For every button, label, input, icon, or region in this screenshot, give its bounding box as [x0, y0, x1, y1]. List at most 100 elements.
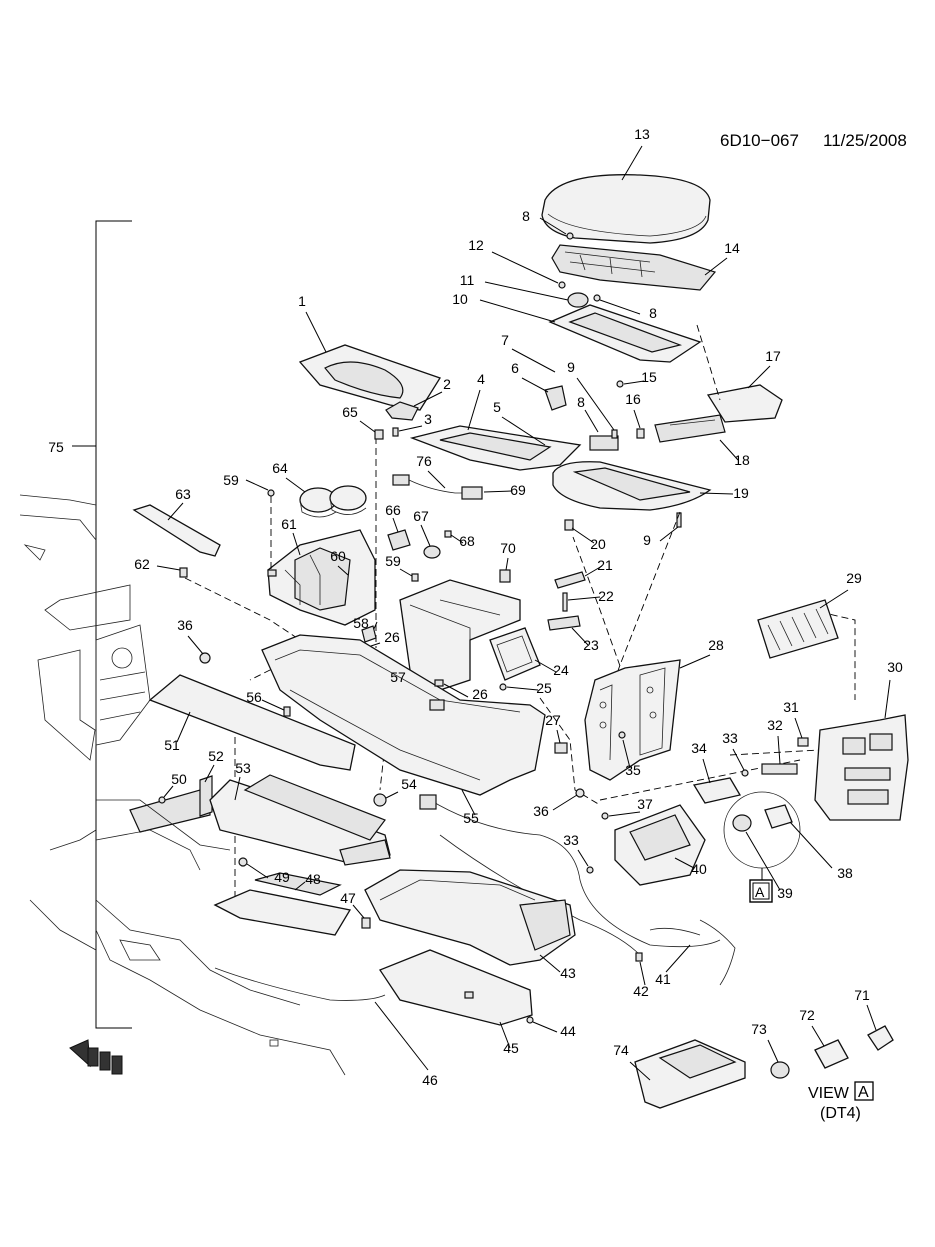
callout-33: 33 — [722, 730, 738, 746]
rear-bracket — [706, 365, 783, 423]
side-bracket — [584, 654, 711, 781]
drawing-id: 6D10−067 — [720, 131, 799, 150]
latch-bracket — [511, 348, 619, 451]
callout-66: 66 — [385, 502, 401, 518]
rear-vent — [757, 589, 849, 659]
view-label: VIEW A (DT4) — [808, 1081, 874, 1122]
callout-56: 56 — [246, 689, 262, 705]
console-body — [261, 621, 568, 816]
callout-59: 59 — [223, 472, 239, 488]
callout-9: 9 — [643, 532, 651, 548]
callout-32: 32 — [767, 717, 783, 733]
callout-24: 24 — [553, 662, 569, 678]
cable-46 — [214, 967, 429, 1071]
callout-38: 38 — [837, 865, 853, 881]
bracket-21 — [554, 565, 603, 589]
cover-34 — [692, 758, 742, 804]
callout-11: 11 — [460, 272, 475, 288]
callout-8: 8 — [522, 208, 530, 224]
callout-27: 27 — [545, 712, 561, 728]
clip-20 — [564, 519, 595, 544]
callout-62: 62 — [134, 556, 150, 572]
callout-25: 25 — [536, 680, 552, 696]
dashboard-context — [19, 494, 346, 1076]
callout-44: 44 — [560, 1023, 576, 1039]
floor-tray — [379, 949, 558, 1049]
callout-30: 30 — [887, 659, 903, 675]
callout-36: 36 — [177, 617, 193, 633]
callout-8: 8 — [577, 394, 585, 410]
trim-strip — [132, 502, 221, 557]
fasteners-right — [552, 788, 641, 874]
callout-9: 9 — [567, 359, 575, 375]
svg-text:A: A — [755, 884, 765, 900]
callout-61: 61 — [281, 516, 297, 532]
callout-63: 63 — [175, 486, 191, 502]
callout-43: 43 — [560, 965, 576, 981]
callout-14: 14 — [724, 240, 740, 256]
callout-3: 3 — [424, 411, 432, 427]
callout-70: 70 — [500, 540, 516, 556]
rear-switches — [732, 717, 809, 777]
callout-47: 47 — [340, 890, 356, 906]
callout-34: 34 — [691, 740, 707, 756]
svg-text:VIEW: VIEW — [808, 1085, 850, 1102]
callout-49: 49 — [274, 869, 290, 885]
callout-55: 55 — [463, 810, 479, 826]
callout-60: 60 — [330, 548, 346, 564]
callout-31: 31 — [783, 699, 799, 715]
pin-9 — [659, 512, 682, 542]
callout-52: 52 — [208, 748, 224, 764]
clip-70 — [499, 557, 511, 583]
lower-bin — [552, 461, 734, 511]
front-bracket — [129, 764, 215, 833]
callout-71: 71 — [854, 987, 870, 1003]
callout-51: 51 — [164, 737, 180, 753]
callout-26: 26 — [472, 686, 488, 702]
callout-17: 17 — [765, 348, 781, 364]
power-outlet-parts — [387, 517, 464, 582]
callout-21: 21 — [597, 557, 613, 573]
callout-23: 23 — [583, 637, 599, 653]
callout-57: 57 — [390, 669, 406, 685]
console-armrest-lid — [541, 145, 711, 244]
shifter-trim-plate — [298, 311, 441, 411]
fasteners-left — [156, 420, 384, 717]
callout-37: 37 — [637, 796, 653, 812]
callout-1: 1 — [298, 293, 306, 309]
callout-59: 59 — [385, 553, 401, 569]
callout-5: 5 — [493, 399, 501, 415]
callout-48: 48 — [305, 871, 321, 887]
callout-76: 76 — [416, 453, 432, 469]
callout-72: 72 — [799, 1007, 815, 1023]
screw-22 — [562, 592, 601, 612]
floor-duct-pieces — [213, 857, 371, 936]
drawing-date: 11/25/2008 — [823, 131, 907, 150]
cupholder-housing — [245, 479, 376, 626]
callout-10: 10 — [452, 291, 468, 307]
callout-33: 33 — [563, 832, 579, 848]
assembly-bracket — [72, 220, 132, 1029]
callout-20: 20 — [590, 536, 606, 552]
bezel-frame — [409, 389, 582, 471]
callout-64: 64 — [272, 460, 288, 476]
callout-35: 35 — [625, 762, 641, 778]
callout-53: 53 — [235, 760, 251, 776]
callout-4: 4 — [477, 371, 485, 387]
cupholder-insert — [285, 477, 367, 518]
callout-36: 36 — [533, 803, 549, 819]
control-module — [489, 627, 557, 681]
callout-22: 22 — [598, 588, 614, 604]
air-duct — [209, 774, 391, 866]
callout-labels: 1234567888991011121314151617181920212223… — [48, 126, 903, 1088]
callout-41: 41 — [655, 971, 671, 987]
detail-marker: A — [749, 879, 773, 903]
callout-16: 16 — [625, 391, 641, 407]
callout-29: 29 — [846, 570, 862, 586]
svg-text:(DT4): (DT4) — [820, 1105, 861, 1122]
callout-67: 67 — [413, 508, 429, 524]
front-direction-arrow-icon — [69, 1039, 123, 1075]
callout-7: 7 — [501, 332, 509, 348]
callout-50: 50 — [171, 771, 187, 787]
callout-39: 39 — [777, 885, 793, 901]
